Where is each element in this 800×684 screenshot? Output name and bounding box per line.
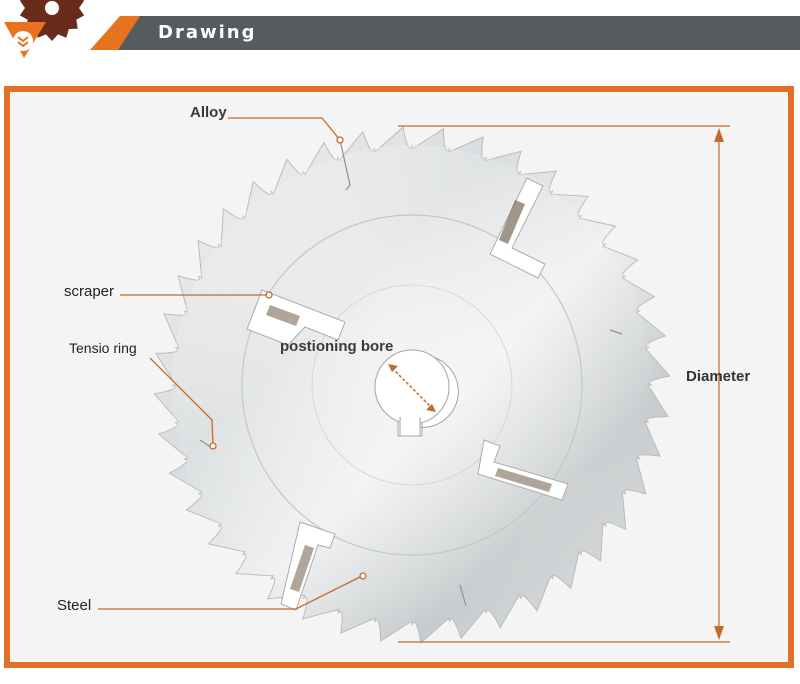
scraper-point — [265, 291, 273, 299]
leader-lines — [98, 117, 363, 610]
slot-shadow-3 — [495, 468, 552, 492]
logo-tooth — [19, 0, 52, 8]
bore-keyway-cover — [401, 410, 419, 422]
bore-arrow-head-2-icon — [426, 404, 436, 412]
logo-tooth — [52, 8, 69, 38]
slot-shadow-1 — [499, 200, 525, 244]
label-diameter: Diameter — [686, 368, 751, 385]
bore-diameter-arrow — [391, 367, 433, 409]
label-tension-ring: Tensio ring — [69, 340, 137, 356]
bore-arrow-head-1-icon — [388, 364, 398, 372]
logo-tooth — [19, 7, 53, 20]
alloy-leader — [228, 117, 341, 141]
tension-ring-leader — [149, 357, 214, 447]
label-alloy: Alloy — [190, 104, 227, 121]
leader-endpoints — [209, 136, 367, 580]
logo-tooth — [52, 8, 78, 30]
alloy-point — [336, 136, 344, 144]
tension-ring-circle — [241, 214, 583, 556]
inner-ring-circle — [311, 284, 513, 486]
diameter-dimension — [398, 125, 730, 643]
logo-tooth — [52, 8, 85, 20]
diameter-arrow-down-icon — [714, 626, 724, 640]
slot-shadow-4 — [290, 545, 314, 592]
header-bar — [118, 16, 800, 50]
section-header: Drawing — [0, 0, 800, 62]
label-steel: Steel — [57, 597, 92, 614]
diameter-arrow-up-icon — [714, 128, 724, 142]
label-scraper: scraper — [64, 283, 115, 300]
slot-shadow-2 — [266, 305, 300, 326]
saw-blade — [153, 126, 671, 644]
logo-tooth — [52, 0, 85, 9]
scraper-slot-top-right — [489, 177, 546, 279]
section-title: Drawing — [158, 22, 257, 43]
saw-blade-logo-icon — [4, 0, 85, 58]
steel-point — [359, 572, 367, 580]
tension-ring-point — [209, 442, 217, 450]
steel-leader — [98, 575, 363, 610]
label-positioning-bore: postioning bore — [280, 338, 394, 355]
logo-tooth — [45, 8, 59, 41]
